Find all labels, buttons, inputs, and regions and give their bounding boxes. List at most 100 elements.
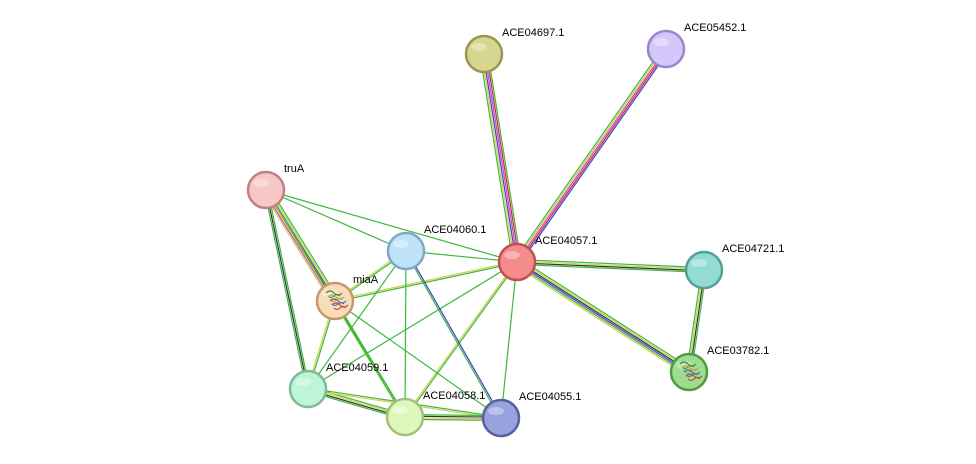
edge-ace04057-1-ace04055-1[interactable] [500,261,518,419]
edge-ace04057-1-ace05452-1[interactable] [513,46,670,265]
node-circle [481,398,521,438]
node-label-ace04721-1: ACE04721.1 [722,243,784,255]
edge-evidence-line [268,187,339,300]
edge-evidence-line [403,261,517,417]
node-ace04721-1[interactable] [684,250,724,290]
labels-layer: ACE04697.1 ACE05452.1 truA ACE04060.1ACE040… [284,22,784,403]
edge-evidence-line [265,189,309,390]
node-label-ace04055-1: ACE04055.1 [519,391,581,403]
edge-evidence-line [517,260,690,372]
edge-ace04057-1-ace04059-1[interactable] [307,261,518,390]
edge-evidence-line [266,189,311,389]
edge-evidence-line [481,54,516,263]
edge-evidence-line [516,262,689,374]
node-label-ace05452-1: ACE05452.1 [684,22,746,34]
edge-evidence-line [500,261,518,419]
edge-evidence-line [404,250,407,418]
edge-evidence-line [307,250,407,390]
node-ace04057-1[interactable] [497,242,537,282]
edge-evidence-line [335,300,407,417]
node-circle [288,369,328,409]
node-highlight [392,406,408,414]
node-label-ace04057-1: ACE04057.1 [535,235,597,247]
edge-trua-ace04059-1[interactable] [263,189,311,390]
node-ace03782-1[interactable] [669,352,709,392]
edge-evidence-line [516,48,667,263]
edge-ace04057-1-ace04697-1[interactable] [479,53,522,263]
edge-evidence-line [263,190,308,390]
protein-structure-icon [325,290,349,311]
edge-evidence-line [405,262,519,418]
node-trua[interactable] [246,170,286,210]
edge-evidence-line [517,259,691,371]
edge-ace04060-1-ace04058-1[interactable] [404,250,407,418]
node-ace05452-1[interactable] [646,29,686,69]
node-label-ace04058-1: ACE04058.1 [423,390,485,402]
node-circle [246,170,286,210]
edge-evidence-line [513,46,664,261]
node-miaa[interactable] [315,281,355,321]
node-highlight [488,407,504,415]
edge-ace04057-1-trua[interactable] [265,189,518,263]
node-label-ace04060-1: ACE04060.1 [424,224,486,236]
node-highlight [691,259,707,267]
node-label-miaa: miaA [353,274,379,286]
edge-ace04057-1-ace04721-1[interactable] [516,259,705,273]
node-ace04058-1[interactable] [385,397,425,437]
edge-ace04060-1-ace04055-1[interactable] [404,250,503,419]
edge-evidence-line [404,251,501,419]
edge-trua-ace04060-1[interactable] [265,189,407,252]
node-highlight [393,240,409,248]
edge-evidence-line [484,53,519,262]
edge-miaa-ace04055-1[interactable] [334,300,502,419]
node-label-ace03782-1: ACE03782.1 [707,345,769,357]
edge-evidence-line [515,47,666,262]
node-label-trua: truA [284,163,305,175]
node-ace04060-1[interactable] [386,231,426,271]
edge-miaa-ace04058-1[interactable] [333,300,407,418]
node-highlight [653,38,669,46]
edge-evidence-line [517,259,705,269]
edge-evidence-line [335,262,518,303]
edge-evidence-line [265,189,407,252]
edge-evidence-line [518,258,692,370]
edge-evidence-line [307,261,518,390]
node-ace04059-1[interactable] [288,369,328,409]
edge-evidence-line [333,301,405,418]
edge-evidence-line [516,262,704,272]
edge-evidence-line [487,53,522,262]
edge-evidence-line [515,263,689,375]
node-label-ace04059-1: ACE04059.1 [326,362,388,374]
edge-evidence-line [485,53,520,262]
edge-evidence-line [267,188,338,301]
edge-evidence-line [265,189,518,263]
node-highlight [295,378,311,386]
node-circle [385,397,425,437]
edge-evidence-line [514,264,688,376]
edge-ace04057-1-miaa[interactable] [334,260,518,303]
edge-evidence-line [519,50,670,265]
node-circle [464,34,504,74]
edge-ace04060-1-ace04059-1[interactable] [307,250,407,390]
edge-evidence-line [517,49,668,264]
edge-ace04057-1-ace04058-1[interactable] [403,261,519,418]
node-circle [646,29,686,69]
nodes-layer [246,29,724,438]
node-ace04055-1[interactable] [481,398,521,438]
edge-evidence-line [406,250,503,418]
node-label-ace04697-1: ACE04697.1 [502,27,564,39]
edge-evidence-line [479,54,514,263]
node-highlight [504,251,520,259]
edge-evidence-line [263,190,334,303]
node-circle [684,250,724,290]
edge-evidence-line [262,191,333,304]
edge-evidence-line [334,260,517,301]
node-ace04697-1[interactable] [464,34,504,74]
edge-ace04057-1-ace03782-1[interactable] [514,258,692,376]
edge-evidence-line [482,54,517,263]
protein-structure-icon [679,361,703,382]
node-circle [386,231,426,271]
node-highlight [471,43,487,51]
node-circle [497,242,537,282]
